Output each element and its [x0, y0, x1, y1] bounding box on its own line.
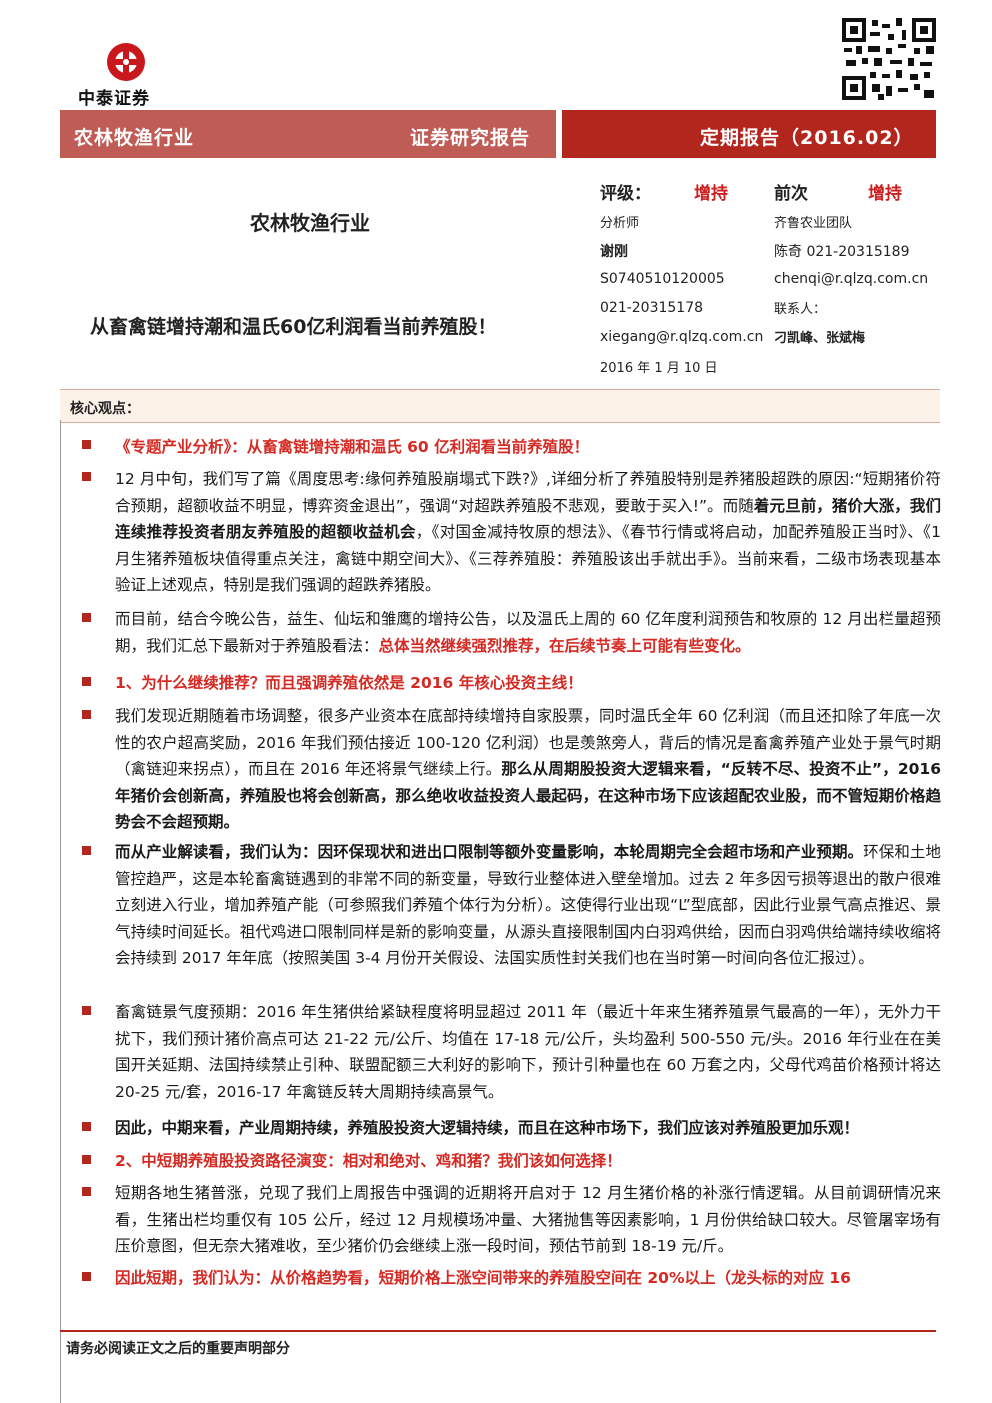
paragraph-5-text: 我们发现近期随着市场调整，很多产业资本在底部持续增持自家股票，同时温氏全年 60… — [115, 707, 941, 778]
bullet-icon — [82, 1122, 91, 1131]
prev-rating-label: 前次 — [774, 184, 808, 204]
paragraph-8: 因此，中期来看，产业周期持续，养殖股投资大逻辑持续，而且在这种市场下，我们应该对… — [115, 1119, 860, 1137]
prev-rating-value: 增持 — [868, 184, 902, 204]
paragraph-9: 2、中短期养殖股投资路径演变：相对和绝对、鸡和猪？我们该如何选择！ — [115, 1152, 622, 1170]
paragraph-2-text-end: ，《对国金减持牧原的想法》、《春节行情或将启动，加配养殖股正当时》、《1 月生猪… — [115, 523, 941, 594]
bullet-icon — [82, 677, 91, 686]
paragraph-4: 1、为什么继续推荐？而且强调养殖依然是 2016 年核心投资主线！ — [115, 674, 583, 692]
banner-left: 农林牧渔行业 证券研究报告 — [60, 110, 556, 158]
left-margin-rule — [60, 420, 61, 1403]
report-date: 2016 年 1 月 10 日 — [600, 361, 718, 376]
banner-period: 定期报告（2016.02） — [700, 127, 914, 149]
analyst2-contact: 陈奇 021-20315189 — [774, 244, 910, 260]
paragraph-6: 而从产业解读看，我们认为：因环保现状和进出口限制等额外变量影响，本轮周期完全会超… — [115, 839, 941, 972]
cert-number: S0740510120005 — [600, 271, 725, 287]
paragraph-10: 短期各地生猪普涨，兑现了我们上周报告中强调的近期将开启对于 12 月生猪价格的补… — [115, 1184, 941, 1255]
contact-label: 联系人： — [774, 302, 827, 317]
bullet-icon — [82, 1187, 91, 1196]
analyst2-email[interactable]: chenqi@r.qlzq.com.cn — [774, 271, 929, 287]
bullet-icon — [82, 472, 91, 481]
paragraph-1: 《专题产业分析》：从畜禽链增持潮和温氏 60 亿利润看当前养殖股！ — [115, 438, 590, 456]
paragraph-3-highlight: 总体当然继续强烈推荐，在后续节奏上可能有些变化。 — [378, 636, 751, 655]
contact-names: 刁凯峰、张斌梅 — [774, 331, 866, 346]
team-name: 齐鲁农业团队 — [774, 216, 853, 231]
footer-rule — [60, 1330, 936, 1332]
bullet-icon — [82, 710, 91, 719]
paragraph-2-bold: 着元旦前，猪价大涨，我们连续推荐投资者朋友养殖股的超额收益机会 — [115, 496, 941, 542]
brand-name: 中泰证券 — [78, 89, 150, 109]
bullet-icon — [82, 1006, 91, 1015]
paragraph-6-bold: 而从产业解读看，我们认为：因环保现状和进出口限制等额外变量影响，本轮周期完全会超… — [115, 843, 864, 861]
core-view-label: 核心观点： — [70, 401, 140, 417]
paragraph-5-bold: 那么从周期股投资大逻辑来看，“反转不尽、投资不止”，2016 年猪价会创新高，养… — [115, 760, 941, 831]
banner-right: 定期报告（2016.02） — [562, 110, 936, 158]
bullet-icon — [82, 1272, 91, 1281]
bullet-icon — [82, 613, 91, 622]
paragraph-5: 我们发现近期随着市场调整，很多产业资本在底部持续增持自家股票，同时温氏全年 60… — [115, 703, 941, 836]
paragraph-2: 12 月中旬，我们写了篇《周度思考:缘何养殖股崩塌式下跌?》,详细分析了养殖股特… — [115, 466, 941, 599]
rating-label: 评级： — [600, 184, 651, 204]
analyst-label: 分析师 — [600, 216, 640, 231]
report-title: 从畜禽链增持潮和温氏60亿利润看当前养殖股！ — [90, 316, 497, 338]
qr-code-icon — [842, 18, 936, 100]
paragraph-7: 畜禽链景气度预期：2016 年生猪供给紧缺程度将明显超过 2011 年（最近十年… — [115, 1003, 941, 1101]
bullet-icon — [82, 846, 91, 855]
core-view-bar: 核心观点： — [60, 389, 940, 423]
sector-title: 农林牧渔行业 — [250, 211, 370, 235]
banner-type: 证券研究报告 — [410, 127, 531, 149]
paragraph-3: 而目前，结合今晚公告，益生、仙坛和雏鹰的增持公告，以及温氏上周的 60 亿年度利… — [115, 606, 941, 659]
footer-disclaimer: 请务必阅读正文之后的重要声明部分 — [66, 1341, 290, 1357]
paragraph-3-text: 而目前，结合今晚公告，益生、仙坛和雏鹰的增持公告，以及温氏上周的 60 亿年度利… — [115, 610, 941, 655]
paragraph-11: 因此短期，我们认为：从价格趋势看，短期价格上涨空间带来的养殖股空间在 20%以上… — [115, 1269, 851, 1287]
bullet-icon — [82, 1155, 91, 1164]
bullet-icon — [82, 440, 91, 449]
paragraph-6-text: 环保和土地管控趋严，这是本轮畜禽链遇到的非常不同的新变量，导致行业整体进入壁垒增… — [115, 843, 941, 967]
banner-industry: 农林牧渔行业 — [74, 127, 195, 149]
analyst-email[interactable]: xiegang@r.qlzq.com.cn — [600, 329, 764, 345]
brand-logo-icon — [107, 43, 145, 81]
analyst-name: 谢刚 — [600, 244, 628, 260]
report-banner: 农林牧渔行业 证券研究报告 定期报告（2016.02） — [60, 110, 936, 158]
paragraph-2-text: 12 月中旬，我们写了篇《周度思考:缘何养殖股崩塌式下跌?》,详细分析了养殖股特… — [115, 470, 941, 515]
rating-value: 增持 — [694, 184, 728, 204]
analyst-phone: 021-20315178 — [600, 300, 704, 316]
